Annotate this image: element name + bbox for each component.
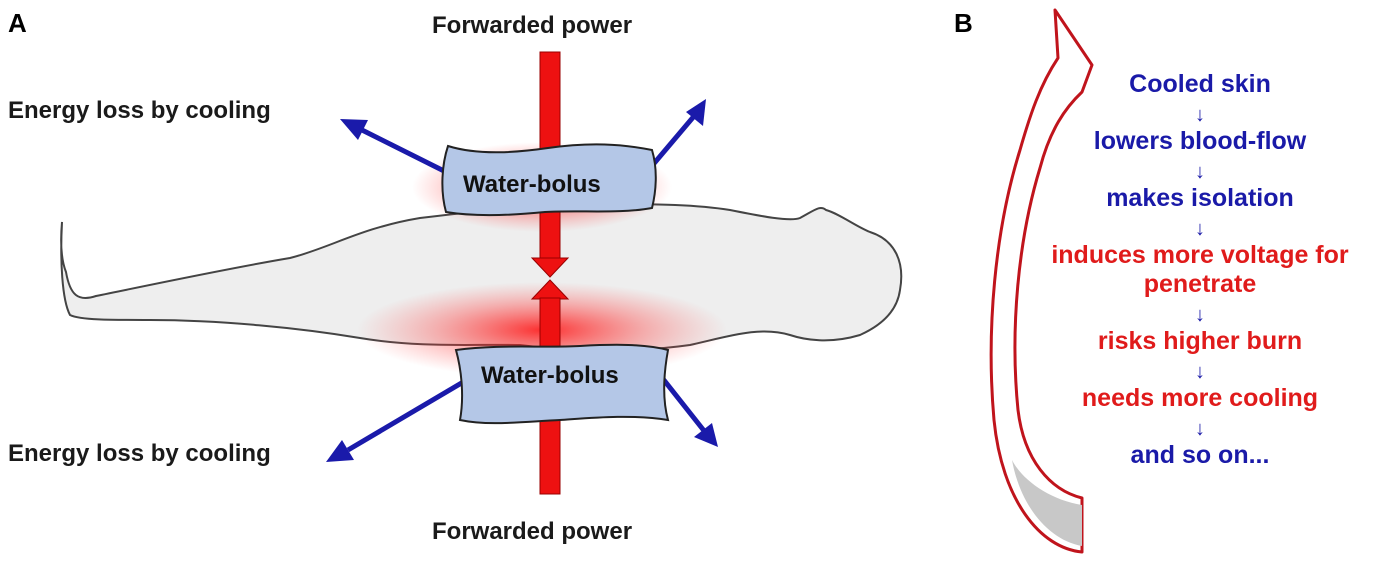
chain-step-needs-cooling: needs more cooling xyxy=(1081,384,1319,412)
down-arrow-icon: ↓ xyxy=(1195,418,1205,440)
cycle-arrow-shading xyxy=(1012,460,1082,546)
chain-step-induces-voltage-line2: penetrate xyxy=(1143,270,1257,298)
energy-loss-label-top: Energy loss by cooling xyxy=(8,97,271,124)
water-bolus-top xyxy=(441,143,657,216)
down-arrow-icon: ↓ xyxy=(1195,304,1205,326)
water-bolus-bottom xyxy=(454,343,670,425)
water-bolus-label-top: Water-bolus xyxy=(463,171,601,198)
causal-chain: Cooled skin ↓ lowers blood-flow ↓ makes … xyxy=(1000,70,1400,470)
down-arrow-icon: ↓ xyxy=(1195,218,1205,240)
down-arrow-icon: ↓ xyxy=(1195,161,1205,183)
forwarded-power-label-bottom: Forwarded power xyxy=(432,518,633,545)
chain-step-and-so-on: and so on... xyxy=(1130,441,1270,469)
panel-letter-b: B xyxy=(954,8,973,38)
water-bolus-label-bottom: Water-bolus xyxy=(481,362,619,389)
energy-loss-label-bottom: Energy loss by cooling xyxy=(8,440,271,467)
chain-step-cooled-skin: Cooled skin xyxy=(1129,70,1271,98)
forwarded-power-label-top: Forwarded power xyxy=(432,12,633,39)
panel-letter-a: A xyxy=(8,8,27,38)
down-arrow-icon: ↓ xyxy=(1195,104,1205,126)
loss-arrow-bottom-left xyxy=(326,375,472,462)
power-arrowhead-top xyxy=(530,257,570,278)
down-arrow-icon: ↓ xyxy=(1195,361,1205,383)
loss-arrow-top-left xyxy=(340,119,460,181)
chain-step-induces-voltage: induces more voltage for xyxy=(1051,241,1349,269)
cycle-arrow xyxy=(989,8,1094,554)
chain-step-risks-burn: risks higher burn xyxy=(1097,327,1303,355)
chain-step-lowers-blood-flow: lowers blood-flow xyxy=(1093,127,1307,155)
chain-step-makes-isolation: makes isolation xyxy=(1106,184,1294,212)
